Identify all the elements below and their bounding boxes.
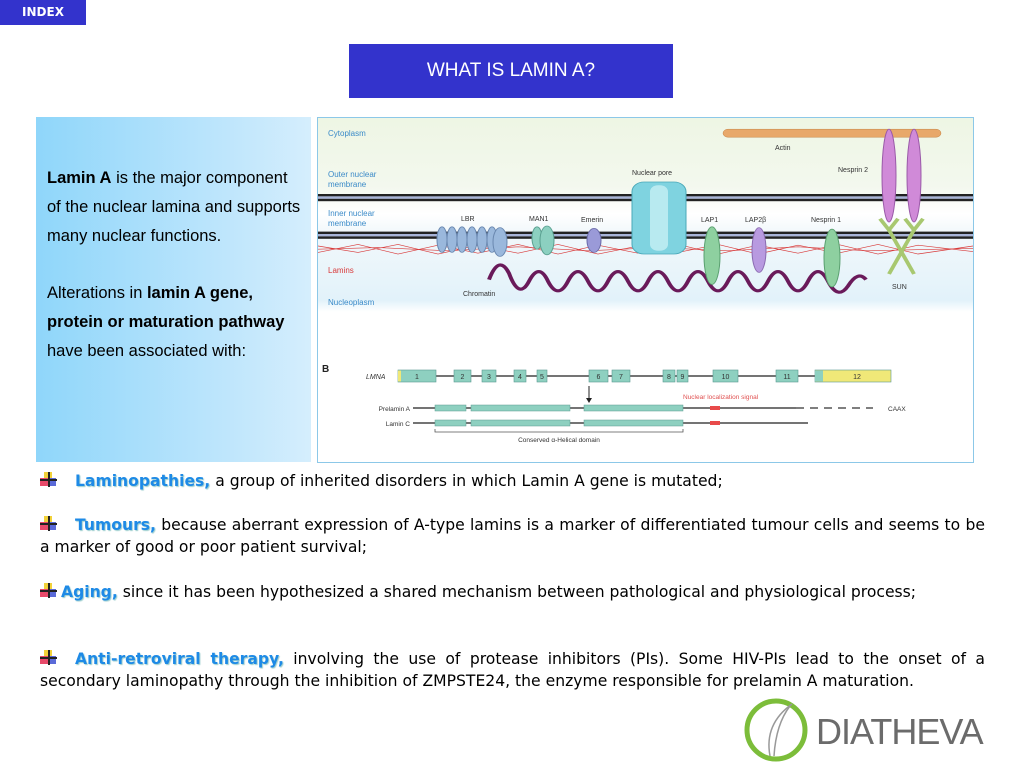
- bullet-item: Laminopathies, a group of inherited diso…: [40, 470, 985, 492]
- label-helical-domain: Conserved α-Helical domain: [518, 437, 600, 444]
- exon-box: [513, 369, 527, 383]
- bullet-term: Aging,: [61, 583, 118, 601]
- label-chromatin: Chromatin: [463, 291, 495, 298]
- exon-utr: [815, 370, 823, 382]
- label-lap2b: LAP2β: [745, 217, 766, 224]
- exon-label: 2: [461, 374, 465, 381]
- label-lamins: Lamins: [328, 266, 354, 275]
- alterations-bold: lamin A gene, protein or maturation path…: [47, 284, 285, 331]
- label-man1: MAN1: [529, 216, 549, 223]
- bullet-icon: [40, 583, 57, 598]
- lamin-a-bold: Lamin A: [47, 169, 112, 187]
- label-inner-membrane-2: membrane: [328, 219, 367, 228]
- exon-label: 8: [667, 374, 671, 381]
- figure-shapes: [317, 118, 974, 346]
- exon-box: [536, 369, 548, 383]
- bullet-text: a group of inherited disorders in which …: [210, 472, 723, 490]
- arrow-head-icon: [586, 398, 592, 403]
- label-lbr: LBR: [461, 216, 475, 223]
- alterations-paragraph: Alterations in lamin A gene, protein or …: [47, 279, 302, 366]
- exon-box: [712, 369, 739, 383]
- lbr-protein: [436, 226, 508, 257]
- exon-box: [611, 369, 631, 383]
- bullet-item: Tumours, because aberrant expression of …: [40, 514, 985, 558]
- exon-label: 9: [681, 374, 685, 381]
- label-prelamin-a: Prelamin A: [379, 406, 411, 413]
- nls-mark: [710, 406, 720, 410]
- intro-text: is the major component of the nuclear la…: [47, 169, 301, 245]
- man1-protein: [531, 225, 555, 256]
- dna-helix-strand: [773, 705, 791, 757]
- helical-bracket: [434, 429, 684, 433]
- exon-utr: [398, 370, 401, 382]
- nesprin2-protein: [881, 128, 897, 223]
- nesprin1-protein: [823, 228, 841, 288]
- bullet-text: since it has been hypothesized a shared …: [117, 583, 917, 601]
- logo-text: DIATHEVA: [816, 711, 984, 752]
- label-emerin: Emerin: [581, 217, 603, 224]
- label-nucleoplasm: Nucleoplasm: [328, 298, 375, 307]
- bullet-item: Aging, since it has been hypothesized a …: [40, 581, 985, 603]
- label-lamin-c: Lamin C: [386, 421, 411, 428]
- index-button[interactable]: INDEX: [0, 0, 86, 25]
- bullet-term: Anti-retroviral therapy,: [75, 650, 284, 668]
- actin-filament: [722, 129, 942, 138]
- label-lmna: LMNA: [366, 374, 386, 381]
- exon-label: 3: [487, 374, 491, 381]
- bullet-item: Anti-retroviral therapy, involving the u…: [40, 648, 985, 692]
- exon-box: [676, 369, 689, 383]
- bullet-term: Tumours,: [75, 516, 156, 534]
- dna-helix-icon: [768, 703, 793, 757]
- label-nuclear-pore: Nuclear pore: [632, 170, 672, 177]
- nuclear-envelope-figure: Cytoplasm Outer nuclear membrane Inner n…: [317, 117, 974, 463]
- label-sun: SUN: [892, 284, 907, 291]
- exon-label: 11: [783, 374, 790, 381]
- alterations-text: Alterations in: [47, 284, 147, 302]
- logo-circle: [744, 698, 808, 762]
- intro-paragraph: Lamin A is the major component of the nu…: [47, 164, 302, 251]
- exon-label: 4: [518, 374, 522, 381]
- exon-label: 12: [853, 374, 861, 381]
- label-actin: Actin: [775, 145, 791, 152]
- label-cytoplasm: Cytoplasm: [328, 129, 366, 138]
- exon-box: [662, 369, 676, 383]
- label-nesprin2: Nesprin 2: [838, 167, 868, 174]
- intro-panel: Lamin A is the major component of the nu…: [36, 117, 311, 462]
- alterations-rest: have been associated with:: [47, 342, 247, 360]
- exon-box: [481, 369, 497, 383]
- exon-label: 5: [540, 374, 544, 381]
- bullet-icon: [40, 650, 57, 665]
- exon-label: 1: [415, 374, 419, 381]
- bullet-icon: [40, 516, 57, 531]
- label-panel-b: B: [322, 364, 329, 375]
- label-nls: Nuclear localization signal: [683, 394, 759, 401]
- chromatin: [487, 263, 868, 294]
- nesprin2-protein: [906, 128, 922, 223]
- bullet-term: Laminopathies,: [75, 472, 211, 490]
- bullet-icon: [40, 472, 57, 487]
- exon-box: [453, 369, 472, 383]
- bullet-text: involving the use of protease inhibitors…: [40, 650, 985, 690]
- nuclear-pore: [631, 181, 687, 255]
- emerin-protein: [586, 228, 602, 253]
- lap2b-protein: [751, 227, 767, 273]
- label-inner-membrane: Inner nuclear: [328, 209, 375, 218]
- label-caax: CAAX: [888, 406, 906, 413]
- exon-label: 7: [619, 374, 623, 381]
- slide-title: WHAT IS LAMIN A?: [349, 44, 673, 98]
- diatheva-logo: DIATHEVA: [744, 694, 1019, 766]
- helical-segments: [434, 404, 684, 427]
- exon-box: [775, 369, 799, 383]
- label-nesprin1: Nesprin 1: [811, 217, 841, 224]
- label-lap1: LAP1: [701, 217, 718, 224]
- sun-protein: [878, 217, 925, 275]
- exon-label: 6: [597, 374, 601, 381]
- bullet-text: because aberrant expression of A-type la…: [40, 516, 985, 556]
- exon-box: [588, 369, 609, 383]
- label-outer-membrane-2: membrane: [328, 180, 367, 189]
- nls-mark: [710, 421, 720, 425]
- exon-label: 10: [722, 374, 730, 381]
- lap1-protein: [703, 226, 721, 285]
- label-outer-membrane: Outer nuclear: [328, 170, 377, 179]
